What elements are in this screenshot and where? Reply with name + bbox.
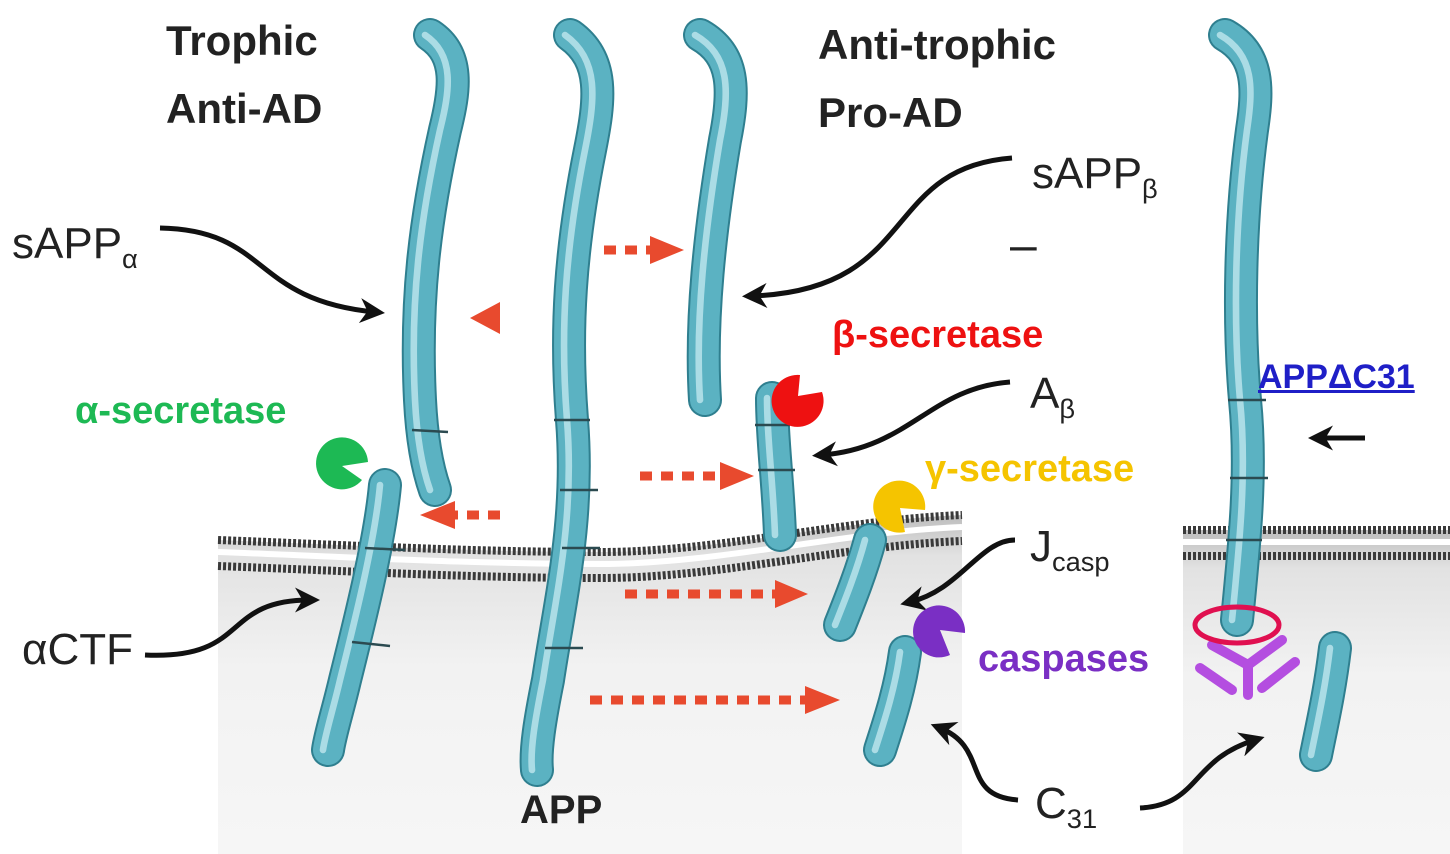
label-c31: C31 [1035, 779, 1097, 833]
tube-abeta [755, 381, 797, 552]
enzymes [316, 374, 966, 658]
gamma-secretase-icon [873, 480, 926, 533]
pointer-sappa [159, 225, 385, 324]
tube-jcasp [823, 523, 887, 642]
flow-arrows [455, 245, 805, 705]
heading-anti-trophic: Anti-trophic [818, 21, 1056, 68]
label-app: APP [520, 788, 603, 832]
cleavage-site-ring [1192, 604, 1282, 646]
sappa-base: sAPP [12, 219, 123, 268]
link-app-delta-c31[interactable]: APPΔC31 [1258, 358, 1415, 396]
pointer-arrows [144, 155, 1365, 811]
label-actf: αCTF [22, 625, 133, 674]
arrowhead-4 [775, 580, 808, 608]
label-caspases: caspases [978, 638, 1150, 680]
label-jcasp: Jcasp [1030, 522, 1110, 576]
label-dash: – [1010, 219, 1037, 272]
sappb-sub: β [1142, 173, 1158, 205]
heading-pro-ad: Pro-AD [818, 89, 963, 136]
pointer-abeta [812, 379, 1011, 467]
tube-c31-mutant [1299, 631, 1352, 772]
pointer-actf [144, 587, 320, 658]
app-molecules [311, 18, 1352, 787]
label-beta-secretase: β-secretase [832, 314, 1044, 356]
antibody-icon [1195, 635, 1300, 700]
tube-mutant [1208, 18, 1273, 637]
jcasp-sub: casp [1052, 546, 1110, 578]
arrowhead-6 [470, 302, 500, 334]
arrowhead-5 [805, 686, 840, 714]
label-gamma-secretase: γ-secretase [925, 448, 1135, 490]
pointer-jcasp [900, 537, 1016, 611]
label-sappa: sAPPα [12, 219, 138, 273]
cell-membrane [217, 511, 963, 583]
pointer-sappb [742, 155, 1013, 308]
label-alpha-secretase: α-secretase [75, 390, 287, 432]
c31-sub: 31 [1066, 803, 1098, 835]
pointer-c31-left [930, 721, 1019, 803]
label-sappb: sAPPβ [1032, 149, 1158, 203]
arrowhead-3 [420, 501, 455, 529]
arrowhead-2 [720, 462, 754, 490]
flow-arrowheads [420, 236, 840, 714]
tube-sappb [683, 18, 748, 417]
tube-sappa [401, 18, 470, 507]
caspase-icon [913, 605, 966, 658]
pointer-c31-right [1139, 732, 1265, 811]
tube-actf [311, 468, 406, 767]
heading-anti-ad: Anti-AD [166, 85, 323, 132]
alpha-secretase-icon [316, 437, 368, 490]
c31-base: C [1035, 779, 1067, 828]
jcasp-base: J [1030, 522, 1052, 571]
abeta-sub: β [1059, 393, 1076, 425]
tube-c31 [863, 635, 922, 767]
label-abeta: Aβ [1030, 369, 1075, 423]
sappb-base: sAPP [1032, 149, 1143, 198]
arrowhead-1 [650, 236, 684, 264]
abeta-base: A [1030, 369, 1060, 418]
sappa-sub: α [122, 243, 138, 275]
tube-app-full [519, 18, 615, 787]
beta-secretase-icon [771, 374, 824, 427]
heading-trophic: Trophic [166, 17, 318, 64]
